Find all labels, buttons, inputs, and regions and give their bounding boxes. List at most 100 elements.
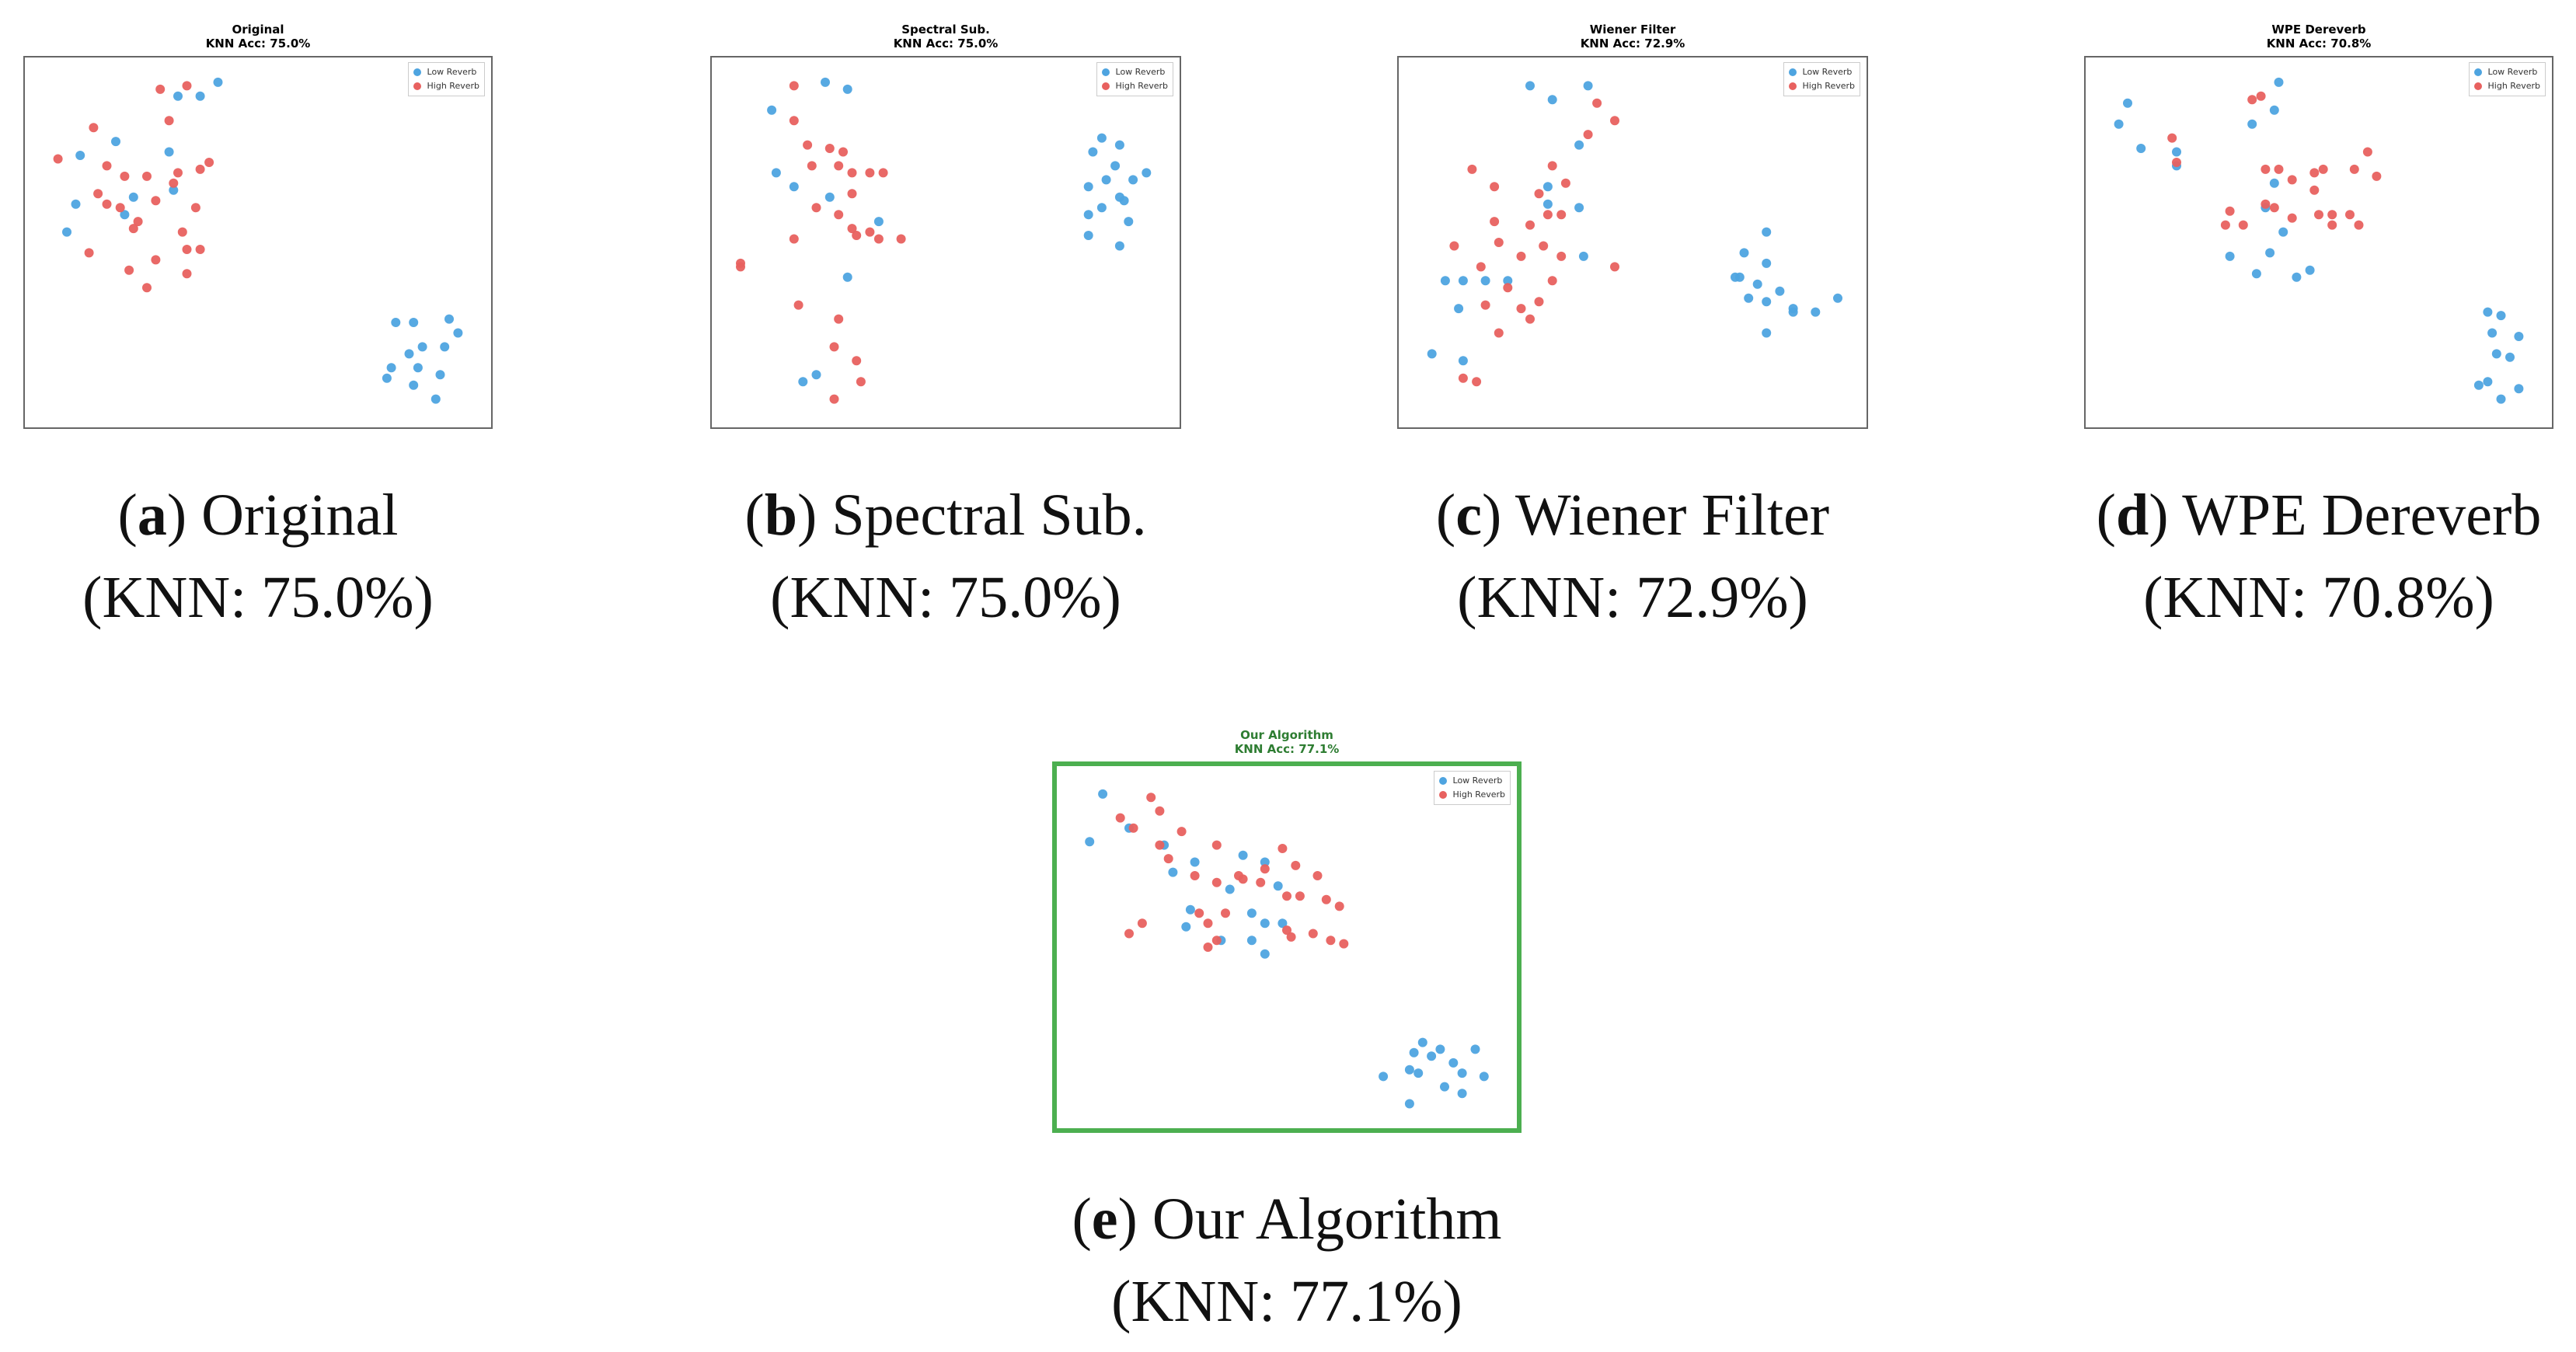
caption-knn: (KNN: 75.0%) — [82, 565, 434, 630]
point-low-reverb — [195, 91, 205, 101]
point-high-reverb — [789, 116, 799, 126]
point-high-reverb — [873, 234, 884, 244]
scatter-svg — [736, 77, 1152, 404]
point-low-reverb — [2514, 384, 2524, 394]
caption-d: (d) WPE Dereverb (KNN: 70.8%) — [2096, 483, 2542, 630]
point-low-reverb — [440, 342, 450, 352]
caption-knn: (KNN: 70.8%) — [2143, 565, 2494, 630]
point-low-reverb — [453, 328, 463, 338]
point-high-reverb — [53, 154, 63, 164]
point-high-reverb — [2225, 206, 2235, 216]
point-low-reverb — [2247, 119, 2257, 129]
point-high-reverb — [1516, 251, 1526, 261]
point-high-reverb — [1476, 262, 1486, 272]
point-high-reverb — [1490, 182, 1500, 192]
point-high-reverb — [2309, 168, 2320, 178]
caption-letter: b — [764, 483, 797, 548]
point-high-reverb — [847, 189, 857, 199]
point-high-reverb — [1137, 918, 1147, 929]
caption-name: WPE Dereverb — [2182, 483, 2542, 548]
point-high-reverb — [1115, 813, 1125, 823]
point-high-reverb — [1194, 908, 1204, 918]
point-high-reverb — [195, 164, 205, 174]
legend-entry: High Reverb — [1788, 79, 1855, 93]
point-low-reverb — [128, 192, 138, 202]
point-low-reverb — [2483, 377, 2493, 387]
point-low-reverb — [391, 318, 401, 327]
point-low-reverb — [1190, 857, 1200, 867]
point-low-reverb — [1833, 293, 1842, 303]
legend-entry: Low Reverb — [1101, 65, 1168, 79]
point-high-reverb — [865, 168, 875, 178]
caption-b: (b) Spectral Sub. (KNN: 75.0%) — [744, 483, 1147, 630]
point-low-reverb — [1168, 867, 1178, 877]
point-high-reverb — [834, 161, 844, 171]
point-high-reverb — [120, 171, 130, 181]
caption-a: (a) Original (KNN: 75.0%) — [82, 483, 434, 630]
point-low-reverb — [386, 363, 396, 373]
point-high-reverb — [1203, 918, 1213, 929]
point-high-reverb — [133, 217, 143, 227]
legend-label: Low Reverb — [1452, 775, 1503, 786]
chart-title: Our Algorithm — [1240, 728, 1333, 742]
point-low-reverb — [1096, 133, 1107, 143]
legend-entry: Low Reverb — [2473, 65, 2540, 79]
point-low-reverb — [1458, 276, 1468, 286]
point-high-reverb — [1190, 871, 1200, 880]
legend-label: High Reverb — [1115, 81, 1168, 91]
point-low-reverb — [1088, 147, 1098, 157]
point-low-reverb — [1110, 161, 1121, 171]
point-high-reverb — [2172, 158, 2181, 167]
point-high-reverb — [2349, 164, 2359, 174]
point-high-reverb — [1516, 304, 1526, 314]
point-low-reverb — [1409, 1047, 1419, 1058]
point-low-reverb — [430, 394, 441, 404]
caption-name: Original — [201, 483, 399, 548]
point-low-reverb — [1417, 1037, 1427, 1047]
point-high-reverb — [2314, 210, 2323, 220]
point-low-reverb — [62, 227, 71, 237]
point-low-reverb — [111, 137, 120, 147]
point-high-reverb — [1525, 220, 1535, 230]
legend-marker — [1438, 791, 1447, 799]
point-low-reverb — [1225, 884, 1235, 894]
legend-marker — [1788, 82, 1797, 90]
point-high-reverb — [829, 394, 839, 404]
chart-title: Wiener Filter — [1589, 23, 1676, 37]
point-low-reverb — [1124, 217, 1134, 227]
point-low-reverb — [1273, 881, 1283, 891]
point-high-reverb — [1472, 377, 1482, 387]
point-low-reverb — [1525, 81, 1535, 91]
point-high-reverb — [1286, 932, 1296, 942]
point-low-reverb — [1503, 276, 1513, 286]
caption-letter: a — [137, 483, 167, 548]
scatter-svg — [1085, 789, 1489, 1109]
point-high-reverb — [1525, 314, 1535, 324]
chart-subtitle: KNN Acc: 75.0% — [893, 37, 999, 51]
point-high-reverb — [2327, 210, 2337, 220]
point-low-reverb — [2123, 98, 2132, 108]
point-high-reverb — [1610, 262, 1619, 272]
point-high-reverb — [89, 123, 99, 133]
point-high-reverb — [151, 255, 161, 265]
point-high-reverb — [2220, 220, 2230, 230]
point-high-reverb — [1494, 328, 1504, 338]
point-high-reverb — [852, 231, 862, 240]
point-low-reverb — [824, 192, 835, 202]
point-high-reverb — [1467, 164, 1477, 174]
point-high-reverb — [1610, 116, 1619, 126]
point-high-reverb — [2318, 164, 2328, 174]
point-high-reverb — [847, 168, 857, 178]
point-low-reverb — [1114, 140, 1124, 150]
point-low-reverb — [1578, 251, 1588, 261]
point-low-reverb — [1547, 95, 1557, 105]
point-low-reverb — [2292, 272, 2302, 282]
